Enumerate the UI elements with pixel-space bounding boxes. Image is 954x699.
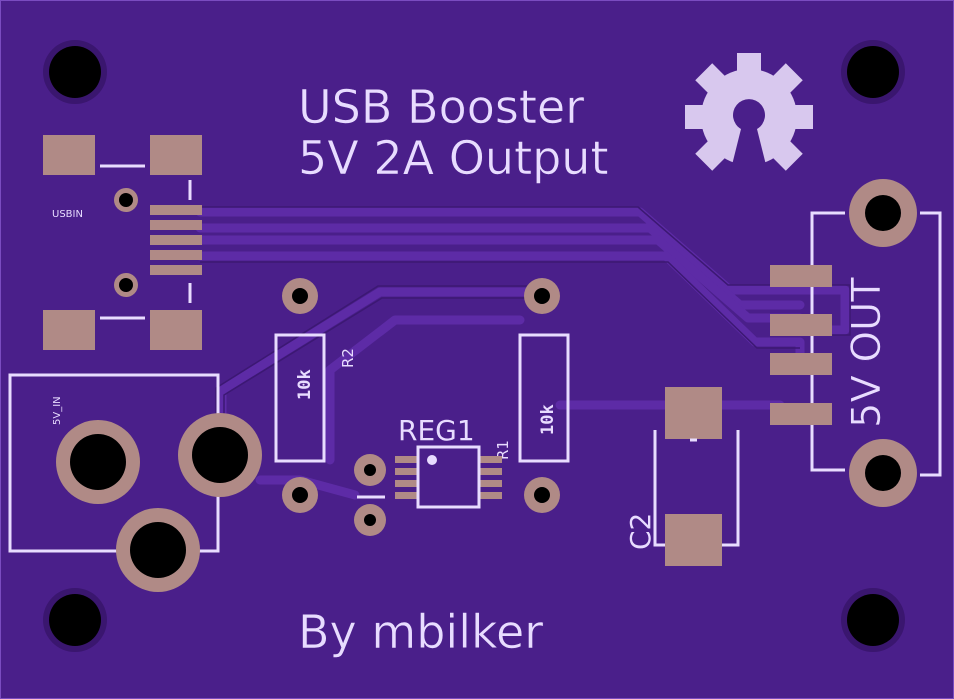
resistor-r2: 10k R2: [274, 278, 357, 513]
label-reg1: REG1: [398, 414, 475, 447]
trace-usb-data-1: [195, 207, 850, 335]
label-r1-value: 10k: [538, 404, 558, 435]
label-r2-value: 10k: [295, 369, 315, 400]
label-c2: C2: [624, 513, 657, 550]
label-5v-in: 5V_IN: [52, 396, 63, 425]
usb-input-connector: USBIN: [43, 135, 202, 350]
label-5v-out: 5V OUT: [844, 277, 890, 428]
label-r2: R2: [339, 348, 357, 368]
dc-barrel-jack: 5V_IN: [8, 373, 262, 592]
trace-reg-top: [325, 315, 525, 465]
label-usbin: USBIN: [52, 209, 83, 220]
regulator-reg1: REG1: [354, 414, 502, 536]
open-source-hardware-gear-icon: [685, 53, 813, 171]
usb-output-connector: 5V OUT: [770, 179, 942, 507]
copper-traces: [195, 207, 850, 500]
capacitor-c2: C2: [624, 387, 740, 566]
author-credit: By mbilker: [298, 605, 543, 659]
title-line-1: USB Booster: [298, 80, 584, 134]
label-r1: R1: [494, 440, 512, 460]
resistor-r1: 10k R1: [494, 278, 570, 513]
title-line-2: 5V 2A Output: [298, 131, 609, 185]
mounting-holes: [43, 40, 905, 652]
